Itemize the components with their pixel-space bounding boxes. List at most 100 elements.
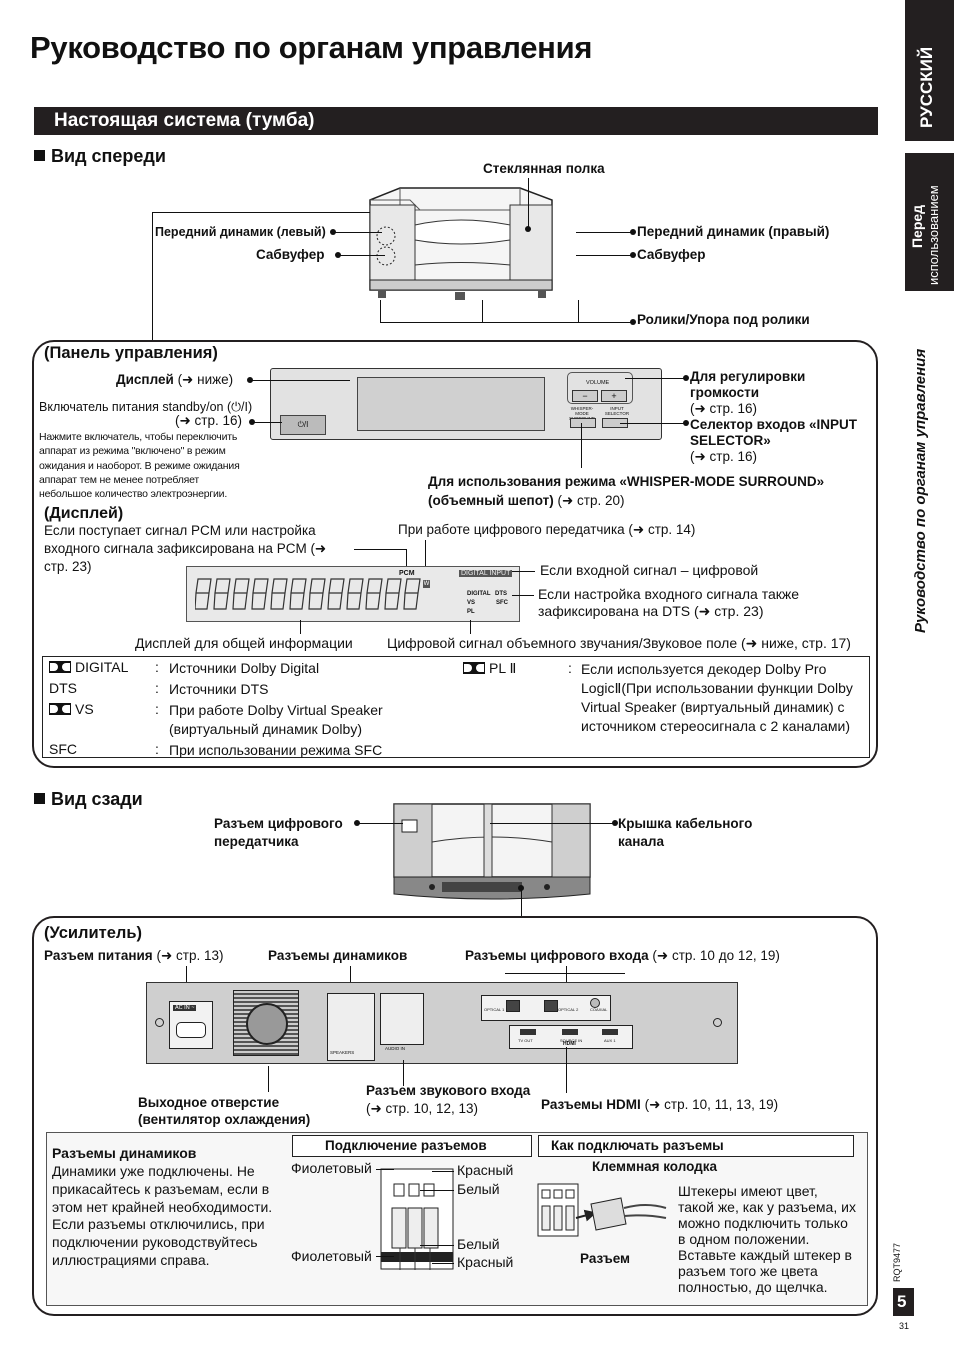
digital-tx-jack-dot [354, 820, 360, 826]
language-label: РУССКИЙ [917, 46, 936, 128]
amplifier-heading: (Усилитель) [44, 924, 143, 942]
display-callout-leader [250, 380, 350, 381]
subwoofer-left-leader [340, 255, 385, 256]
input-selector-dot [683, 420, 689, 426]
front-left-leader [334, 232, 382, 233]
digital-tx-jack-label: Разъем цифрового передатчика [214, 816, 343, 849]
ac-inlet-label: AC IN ~ [173, 1005, 197, 1011]
casters-tick-right [578, 300, 579, 322]
digital-input-leader [512, 571, 535, 572]
fan-icon [246, 1003, 288, 1045]
front-left-speaker-label: Передний динамик (левый) [155, 225, 326, 239]
pcm-leader-v [406, 549, 407, 569]
red-top-leader [432, 1171, 454, 1172]
vfd-pl: PL [467, 609, 475, 615]
howto-title-box: Как подключать разъемы [538, 1135, 854, 1157]
front-panel-device: ⏻/I VOLUME − + WHISPER-MODE SURROUND INP… [270, 368, 662, 440]
vfd-digital-input: DIGITAL INPUT [459, 570, 513, 577]
legend-text: Источники DTS [169, 681, 269, 697]
conn-title: Подключение разъемов [325, 1138, 487, 1153]
page-number-box: 5 [893, 1288, 914, 1316]
vfd-w: W [423, 580, 430, 588]
cable-cover-dot [612, 820, 618, 826]
display-heading: (Дисплей) [44, 505, 124, 522]
display-callout-label: Дисплей [116, 372, 174, 387]
legend-key-text: VS [75, 701, 94, 717]
howto-title: Как подключать разъемы [551, 1138, 724, 1153]
legend-right-text: Если используется декодер Dolby Pro Logi… [581, 661, 853, 734]
legend-right-colon: : [568, 660, 572, 676]
terminal-block-label: Клеммная колодка [592, 1159, 718, 1174]
section-title: Настоящая система (тумба) [54, 110, 315, 131]
violet-top-leader [376, 1169, 394, 1170]
hdmi-aux1-caption: AUX 1 [604, 1038, 616, 1043]
digital-tx-jack-leader [358, 823, 403, 824]
panel-connector-h [152, 212, 370, 213]
vent-leader [268, 1066, 269, 1092]
digital-in-label: Разъемы цифрового входа (➜ стр. 10 до 12… [465, 948, 780, 964]
page-number: 5 [897, 1292, 907, 1311]
hdmi-aux1-port[interactable] [602, 1029, 618, 1035]
casters-dot [630, 319, 636, 325]
red-bottom-leader [432, 1263, 454, 1264]
rear-view-heading: Вид сзади [34, 789, 143, 810]
hdmi-logo: HDMI [563, 1041, 576, 1047]
vfd-display: PCM W DIGITAL INPUT DIGITAL DTS VS SFC P… [186, 566, 520, 622]
subwoofer-left-dot [335, 252, 341, 258]
power-jack-ref: (➜ стр. 13) [156, 948, 224, 963]
page-sub-number: 31 [899, 1321, 910, 1331]
screw-left [155, 1018, 164, 1027]
power-button[interactable]: ⏻/I [280, 415, 326, 435]
hdmi-tv-out-caption: TV OUT [518, 1038, 533, 1043]
hdmi-source-in-caption: SOURCE IN [560, 1038, 583, 1043]
speaker-box-text: Динамики уже подключены. Не прикасайтесь… [52, 1163, 273, 1268]
rear-view-heading-text: Вид сзади [51, 789, 143, 809]
subwoofer-right-dot [630, 252, 636, 258]
cable-cover-label: Крышка кабельного канала [618, 816, 753, 849]
coaxial-port[interactable] [590, 998, 600, 1008]
speaker-box-heading: Разъемы динамиков [52, 1145, 197, 1161]
hdmi-source-in-port[interactable] [562, 1029, 578, 1035]
screw-right [713, 1018, 722, 1027]
audio-jack-label: Разъем звукового входа (➜ стр. 10, 12, 1… [366, 1082, 541, 1118]
whisper-button[interactable] [570, 418, 596, 428]
power-switch-leader [252, 422, 282, 423]
power-switch-ref: (➜ стр. 16) [175, 413, 243, 428]
vfd-dts: DTS [495, 591, 507, 597]
ac-inlet-socket[interactable] [176, 1022, 206, 1038]
amplifier-panel-box [32, 916, 878, 1316]
volume-callout-label: Для регулировки громкости [690, 369, 806, 400]
legend-key: VS [49, 701, 155, 741]
vfd-pcm: PCM [399, 570, 415, 577]
connector-label: Разъем [580, 1251, 631, 1266]
legend-row: SFC:При использовании режима SFC [49, 741, 409, 762]
red-top-label: Красный [457, 1162, 514, 1178]
cooling-fan-grille [233, 990, 299, 1056]
optical2-port[interactable] [544, 1000, 558, 1012]
hdmi-tv-out-port[interactable] [520, 1029, 536, 1035]
front-right-speaker-label: Передний динамик (правый) [637, 224, 830, 239]
optical1-caption: OPTICAL 1 [484, 1007, 505, 1012]
speaker-connector-box [46, 1132, 868, 1306]
rear-cabinet-illustration [393, 803, 591, 900]
hdmi-label: Разъемы HDMI (➜ стр. 10, 11, 13, 19) [541, 1097, 778, 1113]
white-top-leader [420, 1190, 454, 1191]
violet-bottom-label: Фиолетовый [291, 1248, 372, 1264]
vfd-segments [195, 578, 421, 610]
volume-up-button[interactable]: + [601, 390, 627, 402]
volume-down-button[interactable]: − [572, 390, 598, 402]
optical1-port[interactable] [506, 1000, 520, 1012]
pcm-note: Если поступает сигнал PCM или настройка … [44, 523, 327, 574]
audio-jack-leader [403, 1060, 404, 1086]
red-bottom-label: Красный [457, 1254, 514, 1270]
dolby-icon [463, 662, 485, 674]
front-view-heading-text: Вид спереди [51, 146, 166, 166]
whisper-callout: Для использования режима «WHISPER-MODE S… [428, 472, 868, 510]
glass-shelf-leader [528, 178, 529, 228]
legend-row: VS:При работе Dolby Virtual Speaker (вир… [49, 701, 409, 741]
control-panel-heading: (Панель управления) [44, 344, 218, 362]
amplifier-connector [521, 887, 522, 917]
input-selector-callout-ref: (➜ стр. 16) [690, 449, 758, 464]
power-jack-label: Разъем питания (➜ стр. 13) [44, 948, 223, 964]
